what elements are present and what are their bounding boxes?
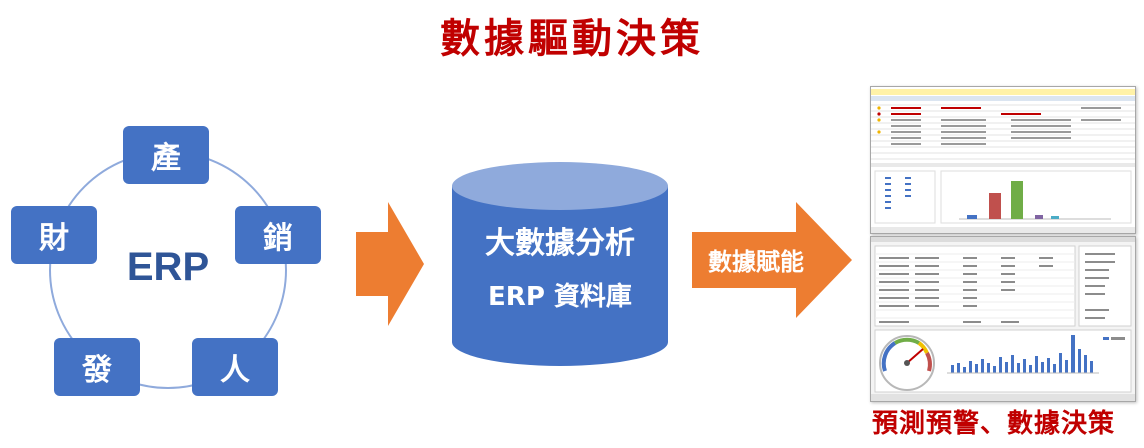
dashboard-screenshot-top (870, 86, 1136, 234)
gauge-dashboard-thumbnail (871, 237, 1135, 401)
cycle-node-hr: 人 (192, 338, 278, 396)
dashboard-screenshot-bottom (870, 236, 1136, 402)
erp-center-label: ERP (126, 245, 210, 289)
database-label-line2: ERP 資料庫 (488, 282, 632, 312)
cycle-node-production: 產 (123, 126, 209, 184)
dashboard-grid-thumbnail (871, 87, 1135, 233)
cycle-node-finance: 財 (11, 206, 97, 264)
empower-arrow-icon (692, 202, 852, 318)
cycle-node-rd: 發 (54, 338, 140, 396)
cycle-node-sales: 銷 (235, 206, 321, 264)
arrow-right-icon (356, 202, 424, 326)
bottom-caption: 預測預警、數據決策 (872, 409, 1116, 439)
database-cylinder-icon (452, 162, 668, 366)
page-title: 數據驅動決策 (440, 16, 704, 62)
database-label-line1: 大數據分析 (485, 226, 635, 261)
empower-label: 數據賦能 (708, 248, 804, 276)
